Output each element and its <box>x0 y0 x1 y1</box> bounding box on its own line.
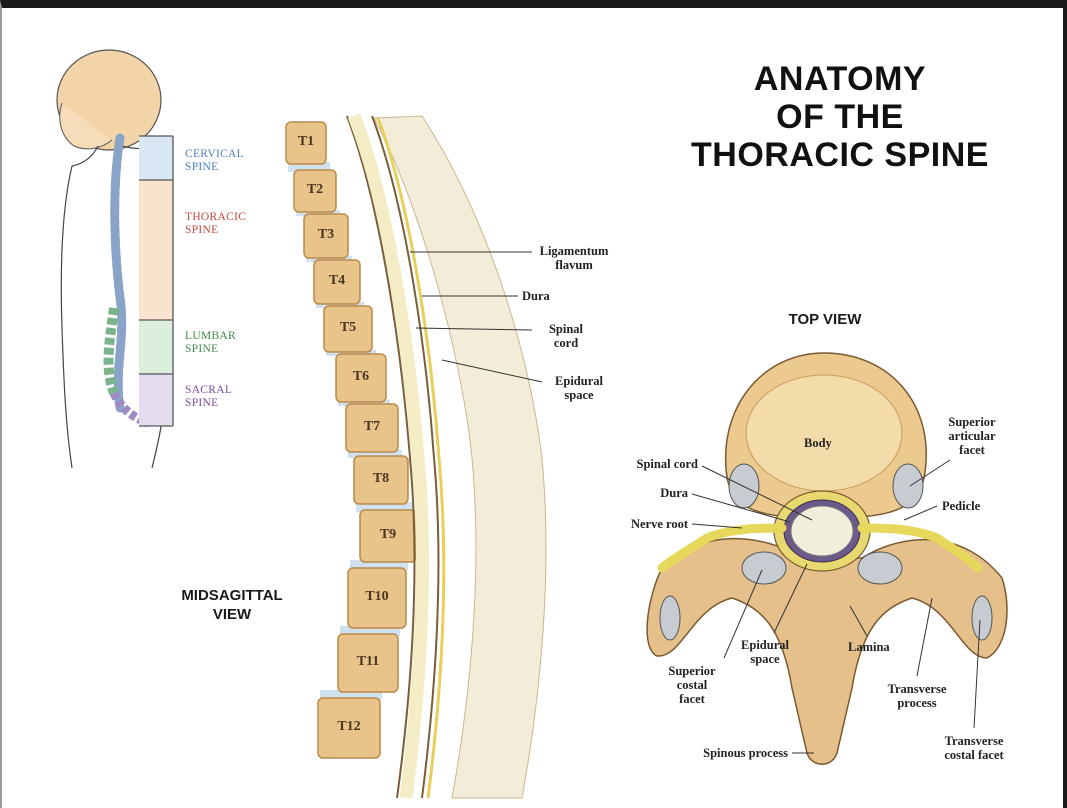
region-lumbar-line-1: LUMBAR <box>185 330 236 343</box>
region-thoracic-line-2: SPINE <box>185 224 246 237</box>
sup-articular-line-3: facet <box>932 443 1012 457</box>
vertebra-label-t11: T11 <box>348 654 388 670</box>
sup-articular-line-2: articular <box>932 429 1012 443</box>
transverse-costal-line-1: Transverse <box>922 734 1026 748</box>
label-lamina: Lamina <box>848 640 890 654</box>
sup-costal-line-1: Superior <box>660 664 724 678</box>
vertebra-label-t7: T7 <box>352 419 392 435</box>
region-label-thoracic: THORACIC SPINE <box>185 211 246 237</box>
label-transverse-costal-facet: Transverse costal facet <box>922 734 1026 762</box>
label-top-dura: Dura <box>622 486 688 500</box>
transverse-costal-line-2: costal facet <box>922 748 1026 762</box>
label-body: Body <box>804 436 832 450</box>
vertebra-label-t5: T5 <box>328 320 368 336</box>
region-label-lumbar: LUMBAR SPINE <box>185 330 236 356</box>
diagram-title: ANATOMY OF THE THORACIC SPINE <box>650 60 1030 174</box>
vertebra-label-t9: T9 <box>368 527 408 543</box>
region-sacral-line-2: SPINE <box>185 397 232 410</box>
sup-costal-line-2: costal <box>660 678 724 692</box>
vertebra-label-t8: T8 <box>361 471 401 487</box>
label-sagittal-spinal-cord: Spinal cord <box>536 322 596 350</box>
ligamentum-line-1: Ligamentum <box>534 244 614 258</box>
label-pedicle: Pedicle <box>942 499 980 513</box>
sagittal-cord-line-1: Spinal <box>536 322 596 336</box>
region-cervical-line-2: SPINE <box>185 161 244 174</box>
label-ligamentum-flavum: Ligamentum flavum <box>534 244 614 272</box>
title-line-1: ANATOMY <box>650 60 1030 98</box>
midsagittal-view-label: MIDSAGITTAL VIEW <box>162 586 302 624</box>
sup-costal-line-3: facet <box>660 692 724 706</box>
label-superior-costal-facet: Superior costal facet <box>660 664 724 706</box>
vertebra-label-t4: T4 <box>317 273 357 289</box>
vertebra-label-t3: T3 <box>306 227 346 243</box>
vertebra-label-t6: T6 <box>341 369 381 385</box>
label-transverse-process: Transverse process <box>874 682 960 710</box>
midsagittal-line-1: MIDSAGITTAL <box>162 586 302 605</box>
sagittal-epidural-line-1: Epidural <box>544 374 614 388</box>
title-line-3: THORACIC SPINE <box>650 136 1030 174</box>
sup-articular-line-1: Superior <box>932 415 1012 429</box>
region-cervical-line-1: CERVICAL <box>185 148 244 161</box>
region-lumbar-line-2: SPINE <box>185 343 236 356</box>
vertebra-label-t12: T12 <box>329 719 369 735</box>
label-nerve-root: Nerve root <box>592 517 688 531</box>
vertebra-label-t10: T10 <box>357 589 397 605</box>
vertebra-label-t2: T2 <box>295 182 335 198</box>
ligamentum-line-2: flavum <box>534 258 614 272</box>
label-superior-articular-facet: Superior articular facet <box>932 415 1012 457</box>
label-sagittal-epidural-space: Epidural space <box>544 374 614 402</box>
label-sagittal-dura: Dura <box>522 289 550 303</box>
region-label-cervical: CERVICAL SPINE <box>185 148 244 174</box>
region-thoracic-line-1: THORACIC <box>185 211 246 224</box>
label-top-spinal-cord: Spinal cord <box>598 457 698 471</box>
transverse-process-line-2: process <box>874 696 960 710</box>
label-spinous-process: Spinous process <box>642 746 788 760</box>
midsagittal-line-2: VIEW <box>162 605 302 624</box>
sagittal-epidural-line-2: space <box>544 388 614 402</box>
transverse-process-line-1: Transverse <box>874 682 960 696</box>
sagittal-cord-line-2: cord <box>536 336 596 350</box>
top-epidural-line-1: Epidural <box>730 638 800 652</box>
vertebra-label-t1: T1 <box>286 134 326 150</box>
top-epidural-line-2: space <box>730 652 800 666</box>
title-line-2: OF THE <box>650 98 1030 136</box>
region-sacral-line-1: SACRAL <box>185 384 232 397</box>
top-view-label: TOP VIEW <box>760 310 890 329</box>
region-brackets <box>139 136 173 426</box>
label-top-epidural-space: Epidural space <box>730 638 800 666</box>
region-label-sacral: SACRAL SPINE <box>185 384 232 410</box>
